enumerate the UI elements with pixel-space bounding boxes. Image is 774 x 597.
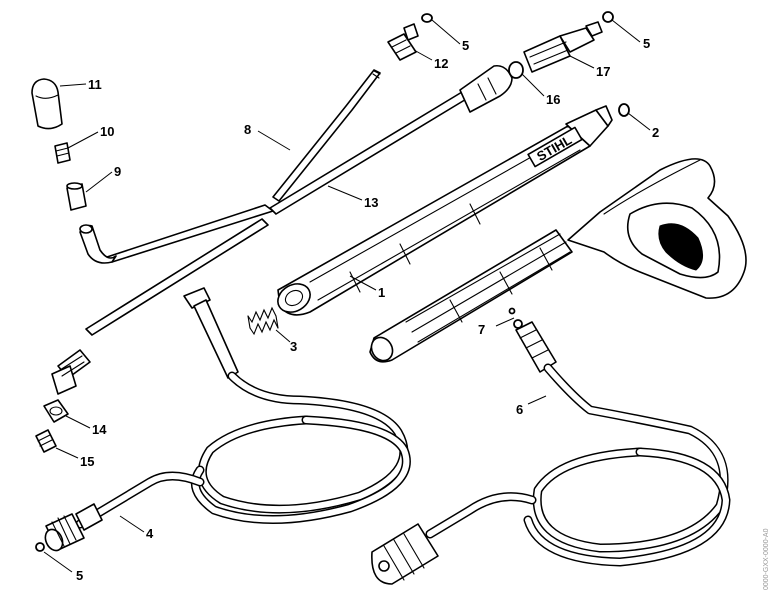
part-3-spring[interactable] bbox=[247, 306, 279, 336]
part-5-o-ring-top[interactable] bbox=[421, 13, 433, 23]
label-2: 2 bbox=[652, 125, 659, 140]
label-10: 10 bbox=[100, 124, 114, 139]
part-5-o-ring-bottom[interactable] bbox=[35, 542, 45, 552]
part-9-sleeve[interactable] bbox=[66, 182, 87, 211]
part-4-hose[interactable] bbox=[42, 287, 411, 553]
part-2-o-ring[interactable] bbox=[618, 103, 630, 117]
part-12-fitting[interactable] bbox=[387, 23, 419, 61]
part-16-o-ring[interactable] bbox=[508, 61, 524, 79]
label-15: 15 bbox=[80, 454, 94, 469]
part-13-straight-lance[interactable] bbox=[51, 64, 513, 395]
label-7: 7 bbox=[478, 322, 485, 337]
part-14-nut[interactable] bbox=[43, 399, 69, 423]
label-5-bottom: 5 bbox=[76, 568, 83, 583]
label-17: 17 bbox=[596, 64, 610, 79]
label-6: 6 bbox=[516, 402, 523, 417]
part-15-fitting[interactable] bbox=[35, 429, 57, 453]
label-13: 13 bbox=[364, 195, 378, 210]
leader-lines bbox=[43, 19, 651, 573]
label-8: 8 bbox=[244, 122, 251, 137]
label-12: 12 bbox=[434, 56, 448, 71]
part-10-nozzle-insert[interactable] bbox=[54, 142, 71, 164]
label-16: 16 bbox=[546, 92, 560, 107]
label-3: 3 bbox=[290, 339, 297, 354]
part-17-coupler[interactable] bbox=[523, 21, 603, 73]
part-7-small-ring bbox=[508, 307, 516, 315]
label-11: 11 bbox=[88, 77, 102, 92]
label-5-top: 5 bbox=[462, 38, 469, 53]
callout-numbers: 11 10 9 8 13 12 5 5 17 16 2 1 3 7 6 4 14… bbox=[76, 36, 659, 583]
part-6-hose[interactable] bbox=[371, 321, 731, 585]
label-14: 14 bbox=[92, 422, 107, 437]
label-5-right: 5 bbox=[643, 36, 650, 51]
label-9: 9 bbox=[114, 164, 121, 179]
side-code: 0000-GXX-0000-A0 bbox=[763, 528, 770, 590]
part-1-lance-tube[interactable]: STIHL bbox=[273, 105, 613, 318]
label-1: 1 bbox=[378, 285, 385, 300]
part-5-o-ring-right[interactable] bbox=[602, 11, 614, 23]
part-8-angled-lance[interactable] bbox=[79, 69, 381, 264]
label-4: 4 bbox=[146, 526, 154, 541]
part-11-nozzle-cap[interactable] bbox=[31, 78, 63, 130]
part-7-o-ring[interactable] bbox=[513, 319, 523, 329]
handle-sleeve[interactable] bbox=[367, 229, 573, 364]
pistol-grip[interactable] bbox=[567, 158, 747, 299]
